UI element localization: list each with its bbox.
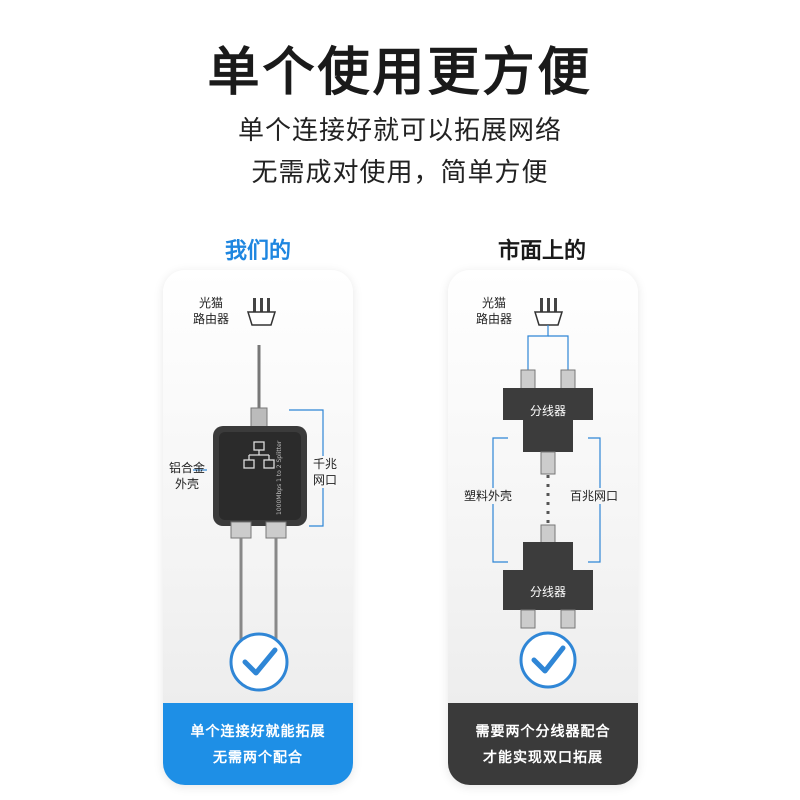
our-product-footer: 单个连接好就能拓展 无需两个配合 xyxy=(163,703,353,785)
source-label: 光猫路由器 xyxy=(193,296,230,326)
market-product-card: 分线器 分线器 光猫路由器 塑料外壳 百兆网口 需要两个分线器配合 才能实现双口… xyxy=(448,270,638,785)
left-column-title: 我们的 xyxy=(224,239,291,264)
port-label: 百兆网口 xyxy=(570,488,619,504)
right-column-title: 市面上的 xyxy=(497,239,586,264)
shell-label: 塑料外壳 xyxy=(464,488,513,504)
market-product-footer: 需要两个分线器配合 才能实现双口拓展 xyxy=(448,703,638,785)
device-print-text: 1000Mbps 1 to 2 Splitter xyxy=(276,440,283,515)
shell-label: 铝合金外壳 xyxy=(169,461,206,491)
our-product-card: 1000Mbps 1 to 2 Splitter 光猫路由器 铝合金外壳 千兆网… xyxy=(163,270,353,785)
checkmark-circle-icon xyxy=(519,631,577,689)
aluminum-splitter-device: 1000Mbps 1 to 2 Splitter xyxy=(213,426,307,526)
market-product-diagram: 分线器 分线器 xyxy=(492,298,601,689)
network-topology-icon xyxy=(243,441,275,469)
subline-1: 单个连接好就可以拓展网络 xyxy=(237,116,562,146)
subline-2: 无需成对使用，简单方便 xyxy=(251,158,549,188)
bottom-splitter-label: 分线器 xyxy=(530,585,566,599)
power-plug-icon xyxy=(533,298,564,326)
checkmark-circle-icon xyxy=(229,632,289,692)
bottom-splitter xyxy=(503,542,593,610)
port-label: 千兆网口 xyxy=(313,456,338,488)
our-product-diagram: 1000Mbps 1 to 2 Splitter xyxy=(193,298,324,692)
power-plug-icon xyxy=(246,298,277,326)
headline: 单个使用更方便 xyxy=(207,43,593,103)
source-label: 光猫路由器 xyxy=(476,296,513,326)
top-splitter xyxy=(503,388,593,452)
top-splitter-label: 分线器 xyxy=(530,404,566,418)
